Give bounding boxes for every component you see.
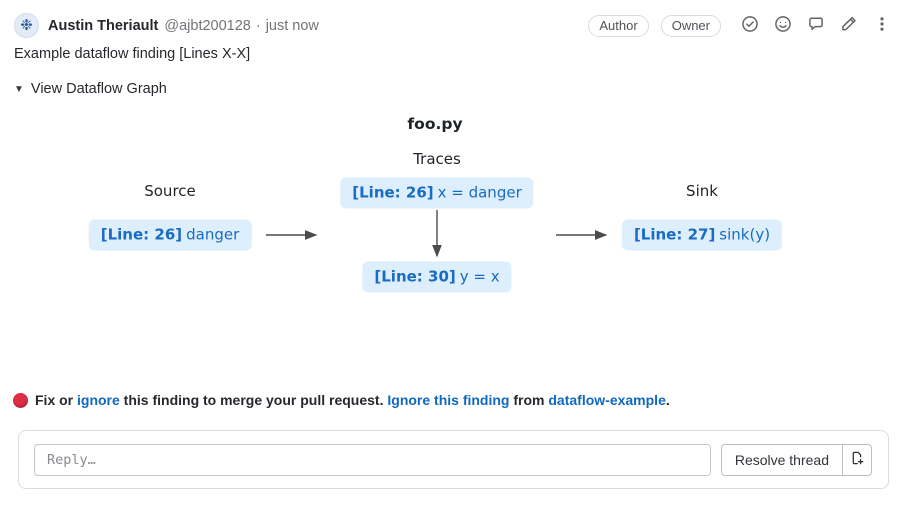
- approve-check-icon: [741, 15, 759, 36]
- role-badges: Author Owner: [588, 14, 721, 37]
- sink-column-label: Sink: [686, 182, 718, 200]
- avatar[interactable]: ❉: [14, 13, 39, 38]
- comment-button[interactable]: [807, 17, 825, 35]
- graph-file-title: foo.py: [407, 115, 463, 133]
- node-code: y = x: [459, 267, 500, 286]
- new-issue-icon: [849, 450, 865, 469]
- rule-link[interactable]: dataflow-example: [548, 392, 666, 408]
- author-badge: Author: [588, 14, 649, 37]
- comment-header: ❉ Austin Theriault @ajbt200128 · just no…: [14, 13, 891, 38]
- author-name[interactable]: Austin Theriault: [48, 17, 159, 34]
- finding-text: Fix or ignore this finding to merge your…: [35, 392, 670, 408]
- node-code: x = danger: [437, 183, 522, 202]
- author-handle: @ajbt200128: [164, 17, 251, 34]
- finding-message: Fix or ignore this finding to merge your…: [13, 392, 670, 408]
- trace-node-1: [Line: 26]x = danger: [340, 177, 534, 209]
- chevron-down-icon: ▼: [14, 83, 24, 95]
- create-issue-button[interactable]: [842, 443, 872, 476]
- source-column-label: Source: [144, 182, 196, 200]
- finding-from: from: [509, 392, 549, 408]
- more-actions-button[interactable]: [873, 17, 891, 35]
- timestamp[interactable]: just now: [265, 17, 319, 34]
- finding-suffix: .: [665, 392, 670, 408]
- traces-column-label: Traces: [413, 150, 461, 168]
- add-reaction-icon: [774, 15, 792, 36]
- add-reaction-button[interactable]: [774, 15, 792, 36]
- comment-body-text: Example dataflow finding [Lines X-X]: [14, 46, 251, 62]
- sink-node: [Line: 27]sink(y): [621, 219, 783, 251]
- dataflow-graph: foo.py Traces Source Sink [Line: 26]dang…: [0, 100, 907, 310]
- ignore-this-finding-link[interactable]: Ignore this finding: [387, 392, 510, 408]
- finding-middle: this finding to merge your pull request.: [119, 392, 388, 408]
- more-actions-icon: [873, 15, 891, 36]
- meta-separator: ·: [255, 17, 261, 34]
- ignore-link[interactable]: ignore: [77, 392, 120, 408]
- node-line-label: [Line: 26]: [100, 225, 183, 244]
- node-line-label: [Line: 27]: [633, 225, 716, 244]
- edit-button[interactable]: [840, 15, 858, 36]
- finding-prefix: Fix or: [35, 392, 78, 408]
- owner-badge: Owner: [660, 14, 721, 37]
- edit-pencil-icon: [840, 15, 858, 36]
- comment-actions: [741, 15, 891, 36]
- avatar-ornament-icon: ❉: [20, 17, 33, 34]
- resolve-button-group: Resolve thread: [720, 443, 872, 476]
- reply-input[interactable]: [34, 443, 711, 476]
- reply-card: Resolve thread: [18, 430, 889, 489]
- node-code: sink(y): [719, 225, 771, 244]
- node-code: danger: [186, 225, 240, 244]
- comment-icon: [807, 15, 825, 36]
- node-line-label: [Line: 26]: [352, 183, 434, 202]
- view-dataflow-graph-toggle[interactable]: ▼ View Dataflow Graph: [14, 81, 167, 97]
- trace-node-2: [Line: 30]y = x: [362, 261, 512, 293]
- node-line-label: [Line: 30]: [374, 267, 456, 286]
- resolve-thread-button[interactable]: Resolve thread: [720, 443, 843, 476]
- approve-check-button[interactable]: [741, 15, 759, 36]
- red-circle-icon: [13, 392, 28, 408]
- source-node: [Line: 26]danger: [88, 219, 252, 251]
- toggle-label: View Dataflow Graph: [30, 81, 167, 97]
- graph-edges: [266, 210, 608, 258]
